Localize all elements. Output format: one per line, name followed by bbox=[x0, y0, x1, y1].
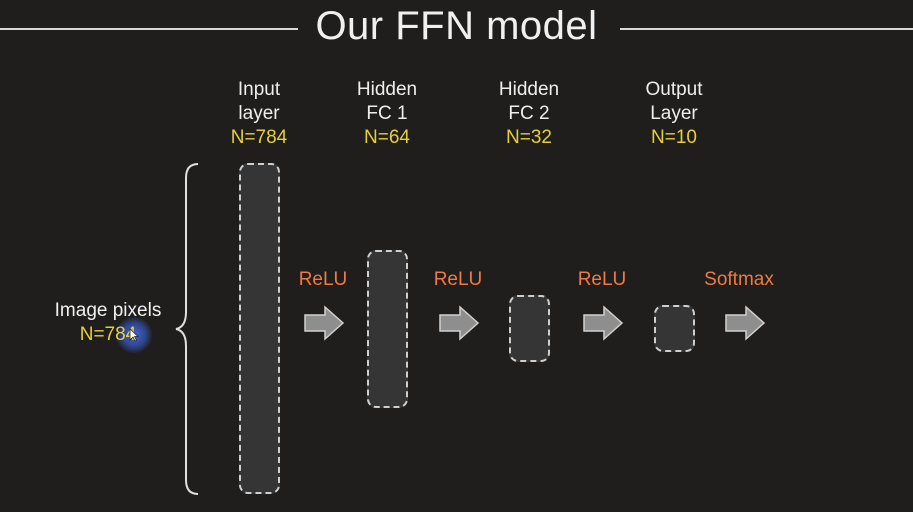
right-arrow-icon bbox=[439, 305, 480, 341]
activation-label-4: Softmax bbox=[704, 269, 774, 290]
layer-header-line2: Layer bbox=[650, 103, 698, 124]
layer-size: N=784 bbox=[230, 127, 288, 148]
layer-size: N=10 bbox=[651, 127, 697, 148]
layer-box-output bbox=[654, 305, 695, 352]
title-rule-right bbox=[620, 28, 913, 30]
layer-header-hidden-fc1: Hidden FC 1 N=64 bbox=[317, 78, 457, 150]
activation-label-3: ReLU bbox=[577, 269, 627, 290]
layer-header-input: Input layer N=784 bbox=[189, 78, 329, 150]
activation-label-2: ReLU bbox=[433, 269, 483, 290]
layer-box-input bbox=[239, 163, 280, 494]
layer-header-line1: Input bbox=[237, 79, 281, 100]
layer-box-hidden-fc1 bbox=[367, 250, 408, 408]
layer-size: N=32 bbox=[506, 127, 552, 148]
layer-header-line2: FC 1 bbox=[366, 103, 408, 124]
page-title: Our FFN model bbox=[315, 4, 598, 48]
layer-header-line1: Hidden bbox=[356, 79, 418, 100]
layer-header-line2: FC 2 bbox=[508, 103, 550, 124]
layer-box-hidden-fc2 bbox=[509, 295, 550, 362]
curly-brace-icon bbox=[175, 163, 199, 495]
layer-header-line1: Hidden bbox=[498, 79, 560, 100]
layer-header-line1: Output bbox=[645, 79, 703, 100]
layer-header-line2: layer bbox=[238, 103, 280, 124]
layer-header-output: Output Layer N=10 bbox=[604, 78, 744, 150]
layer-header-hidden-fc2: Hidden FC 2 N=32 bbox=[459, 78, 599, 150]
right-arrow-icon bbox=[304, 305, 345, 341]
input-pixels-name: Image pixels bbox=[54, 300, 162, 321]
input-pixels-size: N=784 bbox=[79, 324, 137, 345]
mouse-cursor-icon bbox=[129, 328, 139, 342]
layer-size: N=64 bbox=[364, 127, 410, 148]
title-rule-left bbox=[0, 28, 298, 30]
input-pixels-label: Image pixels N=784 bbox=[38, 299, 178, 347]
right-arrow-icon bbox=[583, 305, 624, 341]
activation-label-1: ReLU bbox=[298, 269, 348, 290]
right-arrow-icon bbox=[725, 305, 766, 341]
